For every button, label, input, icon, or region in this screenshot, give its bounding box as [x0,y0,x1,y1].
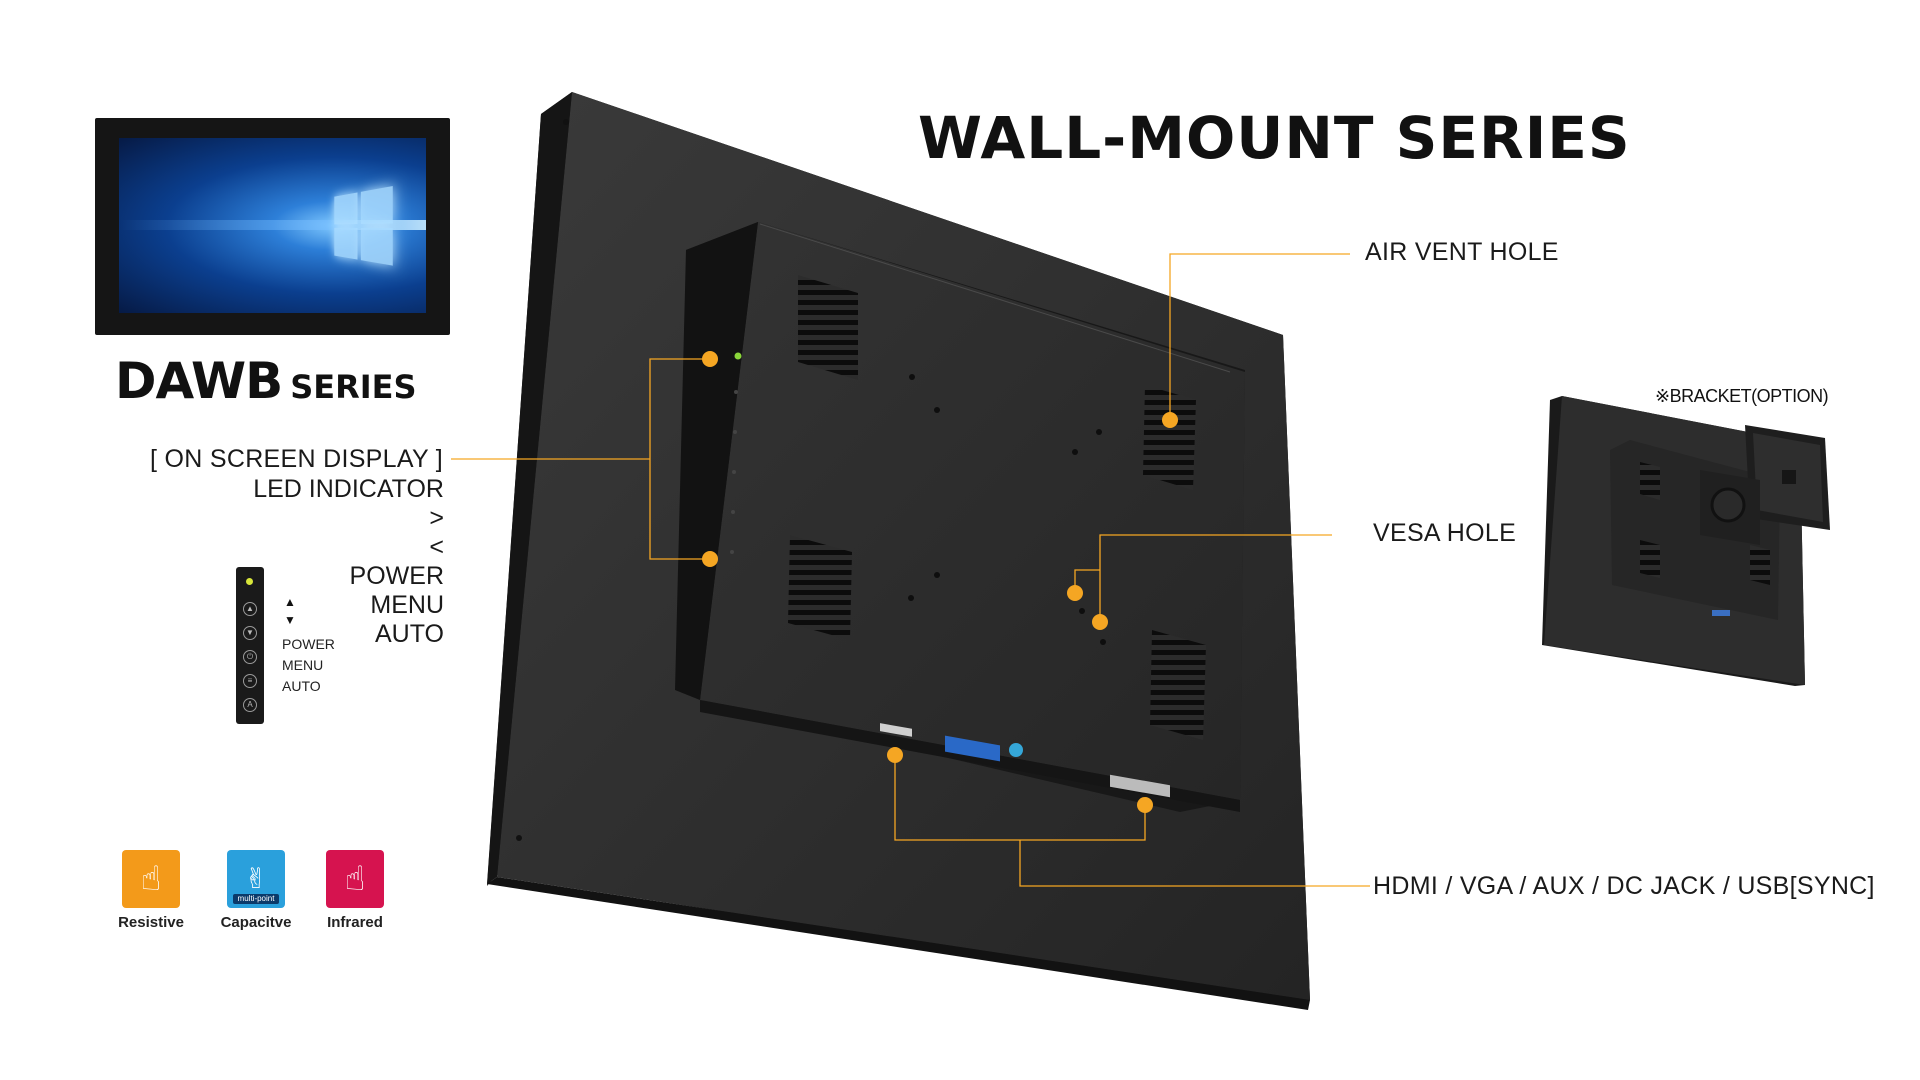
osd-item-led: LED INDICATOR [253,475,444,503]
page-title: WALL-MOUNT SERIES [918,104,1631,172]
windows-logo-icon [334,186,395,269]
osd-item-power: POWER [349,562,444,590]
desktop-wallpaper-image [119,138,426,313]
air-vents [788,275,1206,740]
bracket-illustration [1542,396,1830,686]
osd-keypad-strip: ▲ ▼ ⏻ ≡ A [236,567,264,724]
up-button-icon: ▲ [243,602,257,616]
ports-label: HDMI / VGA / AUX / DC JACK / USB[SYNC] [1373,872,1875,900]
multi-finger-icon: ✌ multi-point [227,850,285,908]
osd-item-menu: MENU [370,591,444,619]
keypad-legend: POWER MENU AUTO [282,634,335,697]
power-button-icon: ⏻ [243,650,257,664]
legend-auto: AUTO [282,678,321,694]
osd-callout-label: [ ON SCREEN DISPLAY ] [150,445,443,473]
touch-label-infrared: Infrared [327,914,383,931]
osd-item-auto: AUTO [375,620,444,648]
osd-feature-list: LED INDICATOR > < POWER MENU AUTO [253,475,444,649]
touch-type-infrared: ☝ Infrared [310,850,400,931]
legend-power: POWER [282,636,335,652]
light-beam [119,220,426,230]
touch-label-capacitive: Capacitve [220,914,292,931]
series-suffix: SERIES [290,368,417,406]
bracket-option-note: ※BRACKET(OPTION) [1655,386,1829,406]
touch-type-resistive: ☝ Resistive [106,850,196,931]
vesa-hole-label: VESA HOLE [1373,519,1517,547]
air-vent-label: AIR VENT HOLE [1365,238,1559,266]
legend-menu: MENU [282,657,324,673]
down-button-icon: ▼ [243,626,257,640]
menu-button-icon: ≡ [243,674,257,688]
arrow-down-icon: ▼ [284,613,296,627]
touch-type-capacitive: ✌ multi-point Capacitve [211,850,301,931]
osd-item-left: < [429,533,444,561]
finger-arrows-icon: ☝ [326,850,384,908]
io-ports [700,700,1240,812]
led-indicator-icon [246,578,253,585]
series-name: DAWB [115,352,283,410]
arrow-up-icon: ▲ [284,595,296,609]
side-button-column [730,352,742,554]
auto-button-icon: A [243,698,257,712]
vesa-holes [908,374,1106,645]
osd-item-right: > [429,504,444,532]
callout-dots [702,351,1178,813]
multi-point-tag: multi-point [233,894,279,904]
callout-lines [451,253,1370,887]
touch-label-resistive: Resistive [118,914,184,931]
front-monitor-thumbnail [95,118,450,335]
finger-tap-icon: ☝ [122,850,180,908]
